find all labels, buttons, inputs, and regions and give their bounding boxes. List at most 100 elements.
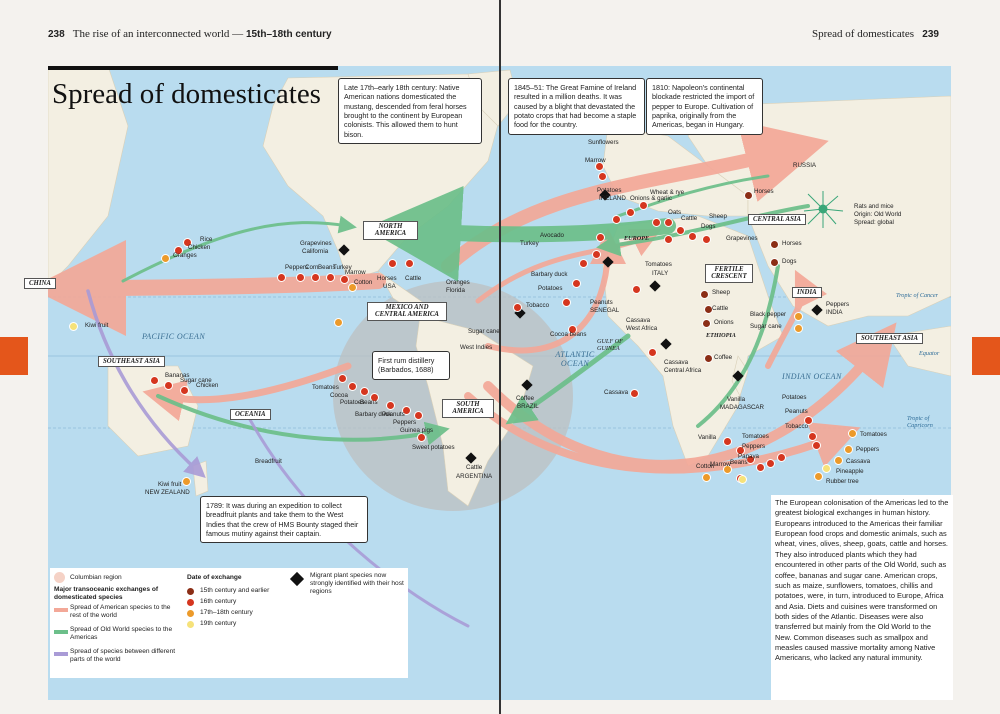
legend-d3-dot <box>187 610 194 617</box>
label-india-sub: INDIA <box>826 309 843 316</box>
label-sugarcane-sea: Sugar cane <box>180 377 212 384</box>
species-date-dot <box>766 459 775 468</box>
label-turkey-eu: Turkey <box>520 240 539 247</box>
species-date-dot <box>704 305 713 314</box>
map-title: Spread of domesticates <box>52 78 321 110</box>
species-date-dot <box>848 429 857 438</box>
label-brazil: BRAZIL <box>517 403 539 410</box>
label-west-indies: West Indies <box>460 344 493 351</box>
legend-d2-dot <box>187 599 194 606</box>
arrow-casia-europe <box>596 204 810 257</box>
legend-d1: 15th century and earlier <box>200 587 270 594</box>
species-date-dot <box>630 389 639 398</box>
label-tobacco1: Tobacco <box>526 302 550 309</box>
arrow-sea-sa <box>156 394 450 446</box>
arrow-sa-africa <box>485 228 626 354</box>
region-southeast-asia-west: SOUTHEAST ASIA <box>98 356 165 368</box>
callout-bounty: 1789: It was during an expedition to col… <box>200 496 368 544</box>
species-date-dot <box>69 322 78 331</box>
species-date-dot <box>702 473 711 482</box>
species-date-dot <box>182 477 191 486</box>
label-cassava-se: Cassava <box>846 458 871 465</box>
label-corn: Corn <box>305 264 319 271</box>
species-date-dot <box>174 246 183 255</box>
label-cotton-af: Cotton <box>696 463 715 470</box>
label-peanuts-in: Peanuts <box>785 408 808 415</box>
label-wheat: Wheat & rye <box>650 189 685 196</box>
label-marrow1: Marrow <box>345 269 366 276</box>
label-florida: Florida <box>446 287 465 294</box>
region-europe: EUROPE <box>624 235 650 242</box>
species-date-dot <box>688 232 697 241</box>
label-cattle-usa: Cattle <box>405 275 422 282</box>
region-gulf: GULF OF GUINEA <box>597 338 623 352</box>
label-ireland: IRELAND <box>599 195 626 202</box>
label-black-pepper: Black pepper <box>750 311 787 318</box>
arrow-india-africa <box>696 264 780 428</box>
right-page-header: Spread of domesticates 239 <box>812 28 939 40</box>
region-north-america: NORTH AMERICA <box>363 221 418 240</box>
rats-radial-icon <box>803 191 844 228</box>
label-sweetpot: Sweet potatoes <box>412 444 455 451</box>
label-papaya: Papaya <box>738 453 759 460</box>
species-date-dot <box>595 162 604 171</box>
label-marrow-eu: Marrow <box>585 157 606 164</box>
legend-d4-dot <box>187 621 194 628</box>
label-peppers1: Peppers <box>285 264 309 271</box>
label-sunflowers: Sunflowers <box>588 139 619 146</box>
label-coffee-br: Coffee <box>516 395 535 402</box>
label-tomatoes-af: Tomatoes <box>742 433 769 440</box>
diamond-grapevines <box>338 244 350 256</box>
label-chicken1: Chicken <box>188 244 211 251</box>
label-oranges1: Oranges <box>173 252 197 259</box>
label-chicken-sea: Chicken <box>196 382 219 389</box>
label-peanuts-sn: Peanuts <box>590 299 613 306</box>
label-cattle-af: Cattle <box>712 305 729 312</box>
label-grapevines-eu: Grapevines <box>726 235 758 242</box>
species-date-dot <box>414 411 423 420</box>
species-date-dot <box>612 215 621 224</box>
region-southeast-asia-east: SOUTHEAST ASIA <box>856 333 923 345</box>
diamond-peppers <box>811 304 823 316</box>
label-dogs-eu: Dogs <box>701 223 716 230</box>
legend-oldworld: Spread of Old World species to the Ameri… <box>70 626 173 642</box>
legend-american-swatch <box>54 608 68 612</box>
label-oranges-fl: Oranges <box>446 279 470 286</box>
label-potatoes-sa: Potatoes <box>340 399 365 406</box>
label-potatoes-in: Potatoes <box>782 394 807 401</box>
label-california: California <box>302 248 329 255</box>
label-usa: USA <box>383 283 396 290</box>
species-date-dot <box>702 235 711 244</box>
region-fertile: FERTILE CRESCENT <box>705 264 753 283</box>
species-date-dot <box>664 218 673 227</box>
legend-oldworld-swatch <box>54 630 68 634</box>
species-date-dot <box>150 376 159 385</box>
region-ethiopia: ETHIOPIA <box>706 332 736 339</box>
diamond-tomatoes <box>602 256 614 268</box>
label-rats-spread: Spread: global <box>854 219 894 226</box>
indian-label: INDIAN OCEAN <box>782 372 842 381</box>
right-running-title: Spread of domesticates <box>812 28 915 40</box>
species-date-dot <box>702 319 711 328</box>
label-breadfruit: Breadfruit <box>255 458 282 465</box>
label-argentina: ARGENTINA <box>456 473 493 480</box>
species-date-dot <box>822 464 831 473</box>
species-date-dot <box>326 273 335 282</box>
label-west-africa: West Africa <box>626 325 658 332</box>
species-date-dot <box>277 273 286 282</box>
legend-migrant: Migrant plant species now strongly ident… <box>310 572 404 596</box>
species-date-dot <box>794 312 803 321</box>
label-onions-af: Onions <box>714 319 734 326</box>
right-page-number: 239 <box>922 29 939 40</box>
species-date-dot <box>311 273 320 282</box>
label-senegal: SENEGAL <box>590 307 620 314</box>
species-date-dot <box>340 275 349 284</box>
arrow-oceania-sa <box>246 414 470 628</box>
legend-d4: 19th century <box>200 620 237 627</box>
species-date-dot <box>386 401 395 410</box>
diamond-coffee <box>521 379 533 391</box>
label-italy: ITALY <box>652 270 669 277</box>
arrow-africa-sa <box>505 333 631 425</box>
label-nz: NEW ZEALAND <box>145 489 190 496</box>
species-date-dot <box>296 273 305 282</box>
